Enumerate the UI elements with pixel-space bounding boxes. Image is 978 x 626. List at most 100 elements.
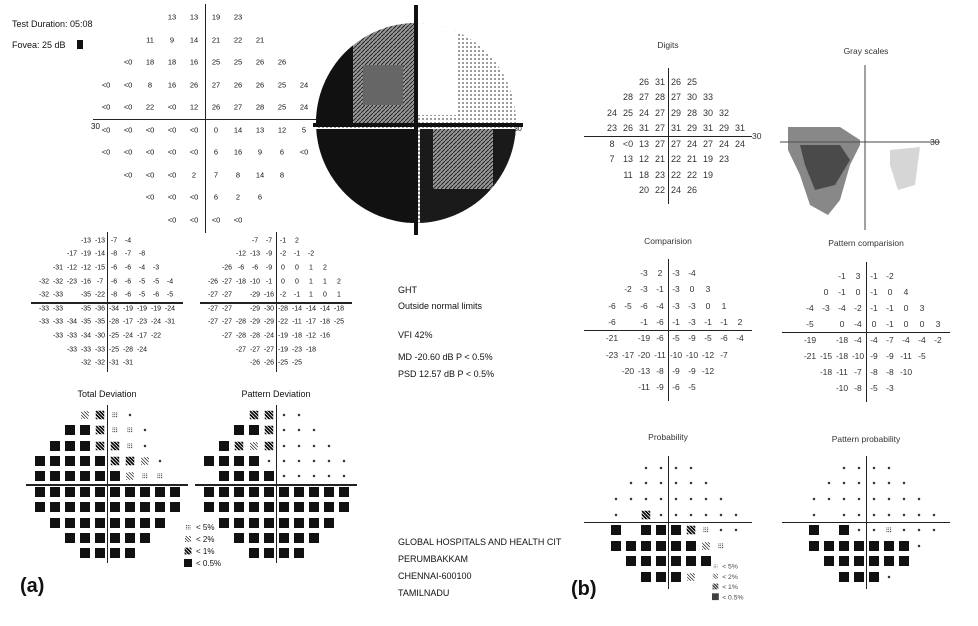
p05-symbol-icon (94, 548, 105, 559)
value-cell: 21 (211, 35, 221, 45)
value-cell: 12 (277, 125, 287, 135)
grid-row (776, 478, 956, 489)
normal-dot-icon (685, 462, 696, 473)
probability-cell (866, 540, 881, 551)
normal-dot-icon (913, 540, 924, 551)
value-cell: <0 (123, 147, 133, 157)
value-cell: -3 (672, 268, 680, 279)
probability-cell (623, 510, 638, 520)
normal-dot-icon (868, 494, 879, 504)
probability-cell (201, 486, 216, 497)
right-hemifield (866, 462, 956, 473)
probability-cell (806, 540, 821, 551)
probability-cell (137, 532, 152, 543)
probability-cell (306, 440, 321, 451)
value-cell: 0 (919, 319, 925, 329)
left-hemifield (17, 410, 107, 420)
p05-symbol-icon (898, 540, 909, 551)
value-cell: -19 (150, 305, 162, 313)
value-cell: -19 (637, 333, 651, 344)
value-cell: -1 (870, 303, 878, 313)
value-cell: -5 (918, 351, 926, 361)
value-cell: 13 (622, 154, 633, 165)
p1-symbol-icon (95, 441, 104, 450)
p05-symbol-icon (838, 525, 849, 536)
p05-symbol-icon (79, 471, 90, 482)
p2-symbol-icon (712, 573, 718, 579)
value-cell: -7 (124, 250, 132, 258)
value-cell: -14 (94, 250, 106, 258)
normal-dot-icon (293, 409, 304, 420)
probability-cell (231, 502, 246, 513)
right-hemifield: -19-23-18 (276, 346, 360, 353)
p2-symbol-icon (140, 457, 149, 465)
p05-symbol-icon (218, 517, 229, 528)
value-cell: <0 (189, 215, 199, 225)
normal-dot-icon (700, 494, 711, 504)
total-deviation-grid: -13-13-7-4-17-19-14-8-7-8-31-12-12-15-6-… (23, 232, 191, 372)
value-cell: -28 (235, 318, 247, 326)
p05-symbol-icon (34, 455, 45, 466)
probability-cell (107, 517, 122, 528)
right-hemifield (668, 509, 758, 520)
left-hemifield: -18-11-7 (770, 367, 866, 377)
p05-symbol-icon (823, 556, 834, 567)
value-cell: -19 (122, 305, 134, 313)
probability-cell (638, 462, 653, 473)
probability-cell (836, 494, 851, 504)
value-cell: -4 (838, 303, 846, 313)
right-hemifield (276, 440, 366, 451)
p05-symbol-icon (79, 532, 90, 543)
left-hemifield: -12-13-9 (192, 251, 276, 258)
value-cell: -9 (672, 365, 680, 376)
right-hemifield (107, 425, 197, 436)
value-cell: -8 (656, 365, 664, 376)
p05-symbol-icon (233, 517, 244, 528)
grid-row (17, 517, 197, 528)
probability-cell (77, 532, 92, 543)
value-cell: 25 (686, 76, 697, 87)
value-cell: -17 (66, 250, 78, 258)
p1-symbol-icon (641, 510, 650, 519)
grid-row (578, 556, 758, 567)
probability-cell (806, 525, 821, 536)
probability-cell (32, 471, 47, 482)
p05-symbol-icon (248, 532, 259, 543)
p05-symbol-icon (278, 517, 289, 528)
value-cell: 27 (638, 92, 649, 103)
left-hemifield: -20-13-8 (572, 366, 668, 376)
probability-cell (653, 525, 668, 536)
normal-dot-icon (323, 455, 334, 466)
value-cell: -3 (672, 300, 680, 311)
value-cell: 21 (654, 154, 665, 165)
right-hemifield (107, 455, 197, 466)
right-hemifield (866, 540, 956, 551)
value-cell: -9 (688, 333, 696, 344)
grid-row (186, 409, 366, 420)
probability-cell (866, 509, 881, 520)
value-cell: -4 (166, 278, 174, 286)
right-hemifield (866, 556, 956, 567)
probability-cell (137, 440, 152, 451)
right-hemifield: -9-9-12 (668, 366, 764, 376)
right-hemifield: -10-10-12-7 (668, 350, 764, 360)
value-cell: <0 (189, 125, 199, 135)
grid-row (186, 532, 366, 543)
p05-symbol-icon (338, 486, 349, 497)
probability-cell (216, 517, 231, 528)
value-cell: -2 (307, 250, 315, 258)
value-cell: 2 (295, 237, 299, 245)
p5-symbol-icon (141, 473, 148, 480)
normal-dot-icon (913, 494, 924, 504)
probability-cell (276, 502, 291, 513)
p1-symbol-icon (110, 441, 119, 450)
digits-axis-tick: 30 (752, 131, 762, 141)
p1-symbol-icon (184, 547, 192, 555)
normal-dot-icon (610, 509, 621, 520)
left-hemifield (776, 478, 866, 489)
p2-symbol-icon (249, 441, 258, 450)
